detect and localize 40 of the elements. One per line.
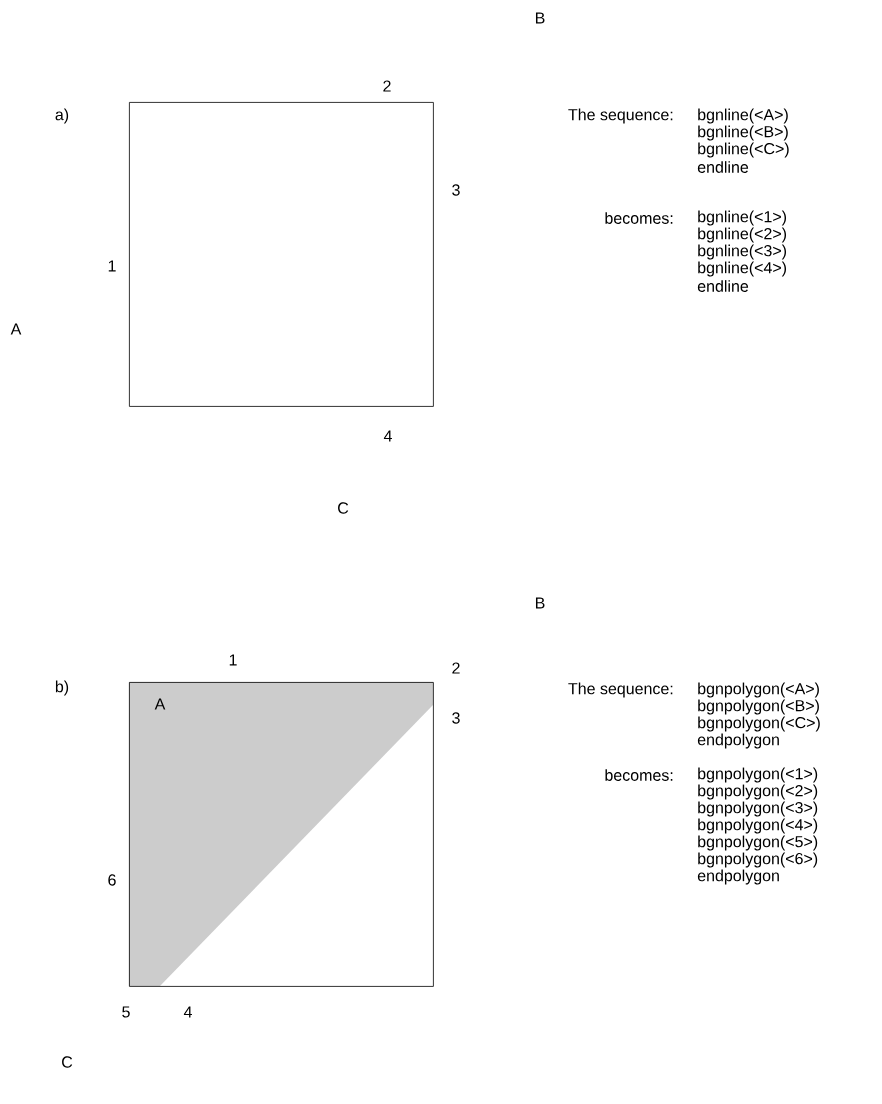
- letter-label: C: [338, 502, 349, 514]
- square-outline: [129, 102, 434, 407]
- code-text: bgnline(<C>): [698, 142, 789, 158]
- letter-label: A: [10, 323, 22, 335]
- panel-label: a): [55, 108, 69, 124]
- code-text: endpolygon: [697, 869, 779, 885]
- caption-text: The sequence:: [568, 108, 673, 124]
- letter-label: C: [62, 1056, 73, 1068]
- panel-label: b): [55, 680, 69, 696]
- code-text: bgnline(<4>): [698, 261, 786, 277]
- code-text: endpolygon: [697, 733, 779, 749]
- letter-label: B: [536, 12, 545, 24]
- code-text: bgnline(<3>): [698, 244, 786, 260]
- letter-label: B: [536, 597, 545, 609]
- vertex-number: 4: [383, 430, 392, 442]
- caption-text: becomes:: [605, 212, 673, 224]
- vertex-number: 3: [452, 184, 460, 196]
- code-text: bgnpolygon(<B>): [698, 699, 819, 715]
- code-text: endline: [697, 280, 749, 292]
- code-text: bgnline(<1>): [698, 210, 786, 226]
- code-text: bgnpolygon(<A>): [698, 682, 819, 698]
- code-text: bgnpolygon(<2>): [698, 784, 818, 800]
- code-text: bgnpolygon(<1>): [698, 767, 818, 783]
- code-text: endline: [697, 161, 749, 173]
- caption-text: becomes:: [605, 769, 673, 781]
- code-text: bgnline(<2>): [698, 227, 786, 243]
- code-text: bgnline(<A>): [698, 108, 788, 124]
- vertex-number: 4: [183, 1006, 192, 1018]
- vertex-number: 3: [452, 712, 460, 724]
- vertex-number: 5: [122, 1006, 130, 1018]
- code-text: bgnline(<B>): [698, 125, 788, 141]
- vertex-number: 2: [452, 662, 460, 674]
- vertex-number: 1: [229, 654, 237, 666]
- shaded-region: A: [129, 682, 433, 986]
- code-text: bgnpolygon(<6>): [698, 852, 818, 868]
- caption-text: The sequence:: [568, 682, 673, 698]
- code-text: bgnpolygon(<4>): [698, 818, 818, 834]
- code-text: bgnpolygon(<3>): [698, 801, 818, 817]
- code-text: bgnpolygon(<C>): [698, 716, 820, 732]
- code-text: bgnpolygon(<5>): [698, 835, 818, 851]
